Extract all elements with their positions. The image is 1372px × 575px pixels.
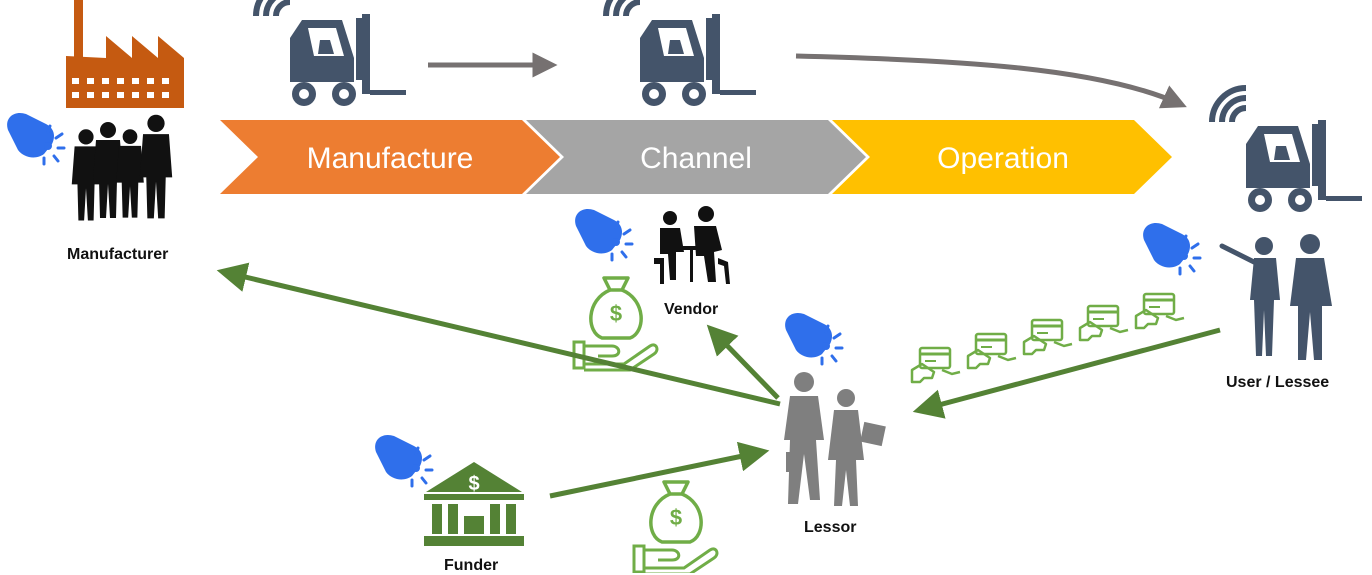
credit-card-icon [966, 332, 1018, 370]
forklift-icon [1212, 88, 1362, 212]
forklift-icon [256, 0, 406, 106]
stage-chevron-operation [832, 120, 1172, 194]
stage-label: Operation [937, 142, 1069, 175]
credit-card-icon [910, 346, 962, 384]
actor-label-funder: Funder [444, 557, 499, 574]
meeting-silhouette-icon [654, 206, 730, 284]
factory-icon [66, 0, 184, 108]
bank-icon: $ [424, 462, 524, 546]
touch-icon [573, 207, 634, 262]
credit-card-icon [1134, 292, 1186, 330]
stage-label: Channel [640, 142, 752, 175]
actor-label-vendor: Vendor [664, 301, 719, 318]
process-arrow [795, 53, 1187, 109]
touch-icon [5, 111, 66, 166]
touch-icon [783, 311, 844, 366]
credit-card-icon [1022, 318, 1074, 356]
flow-arrow-funder-to-lessor [549, 441, 770, 499]
svg-text:$: $ [468, 473, 479, 495]
flow-arrow-lessor-to-vendor [706, 324, 780, 400]
stage-chevron-channel [526, 120, 866, 194]
stage-chevron-manufacture [220, 120, 560, 194]
touch-icon [373, 433, 434, 488]
actor-label-lessor: Lessor [804, 519, 857, 536]
forklift-icon [606, 0, 756, 106]
stage-label: Manufacture [307, 142, 474, 175]
touch-icon [1141, 221, 1202, 276]
flow-arrow-lessee-to-lessor [912, 327, 1221, 419]
actor-label-lessee: User / Lessee [1226, 374, 1330, 391]
flow-arrow-lessor-to-manufacturer [216, 262, 781, 407]
credit-card-icon [1078, 304, 1130, 342]
people-silhouette-icon [71, 114, 173, 221]
people-silhouette-icon [784, 372, 886, 506]
money-bag-icon [632, 480, 719, 573]
actor-label-manufacturer: Manufacturer [67, 246, 169, 263]
people-silhouette-icon [1219, 234, 1332, 360]
